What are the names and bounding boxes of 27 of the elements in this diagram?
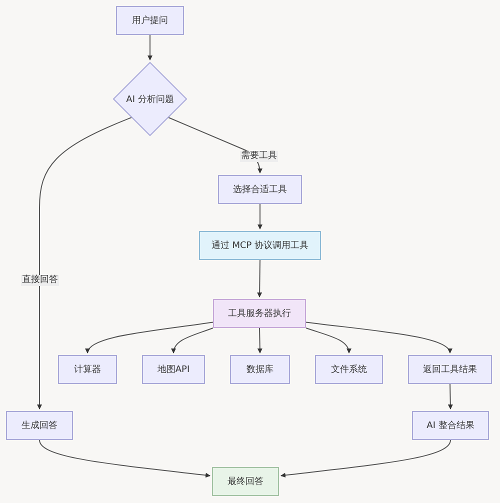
process-box: 最终回答: [212, 467, 279, 496]
process-box: 文件系统: [315, 355, 383, 384]
arrow: [280, 440, 451, 478]
edge-label: 需要工具: [240, 150, 278, 162]
arrow: [86, 322, 214, 354]
arrow: [37, 117, 132, 410]
process-box: 用户提问: [116, 6, 184, 35]
process-box: 工具服务器执行: [213, 299, 306, 328]
arrow: [39, 440, 210, 478]
arrow: [258, 204, 262, 230]
edge-label: 直接回答: [21, 274, 59, 286]
arrow: [306, 328, 351, 354]
arrow: [148, 34, 152, 60]
process-box: 数据库: [230, 355, 290, 384]
arrow: [306, 322, 451, 354]
arrow: [448, 384, 453, 410]
decision-diamond: AI 分析问题: [113, 62, 187, 136]
process-box: 计算器: [58, 355, 117, 384]
process-box: AI 整合结果: [412, 411, 489, 440]
arrow: [172, 328, 214, 354]
process-box: 地图API: [142, 355, 205, 384]
process-box: 选择合适工具: [218, 175, 302, 204]
process-box: 返回工具结果: [408, 355, 492, 384]
process-box: 通过 MCP 协议调用工具: [199, 231, 321, 260]
process-box: 生成回答: [6, 411, 73, 440]
arrow: [257, 260, 262, 298]
arrow: [257, 328, 262, 354]
